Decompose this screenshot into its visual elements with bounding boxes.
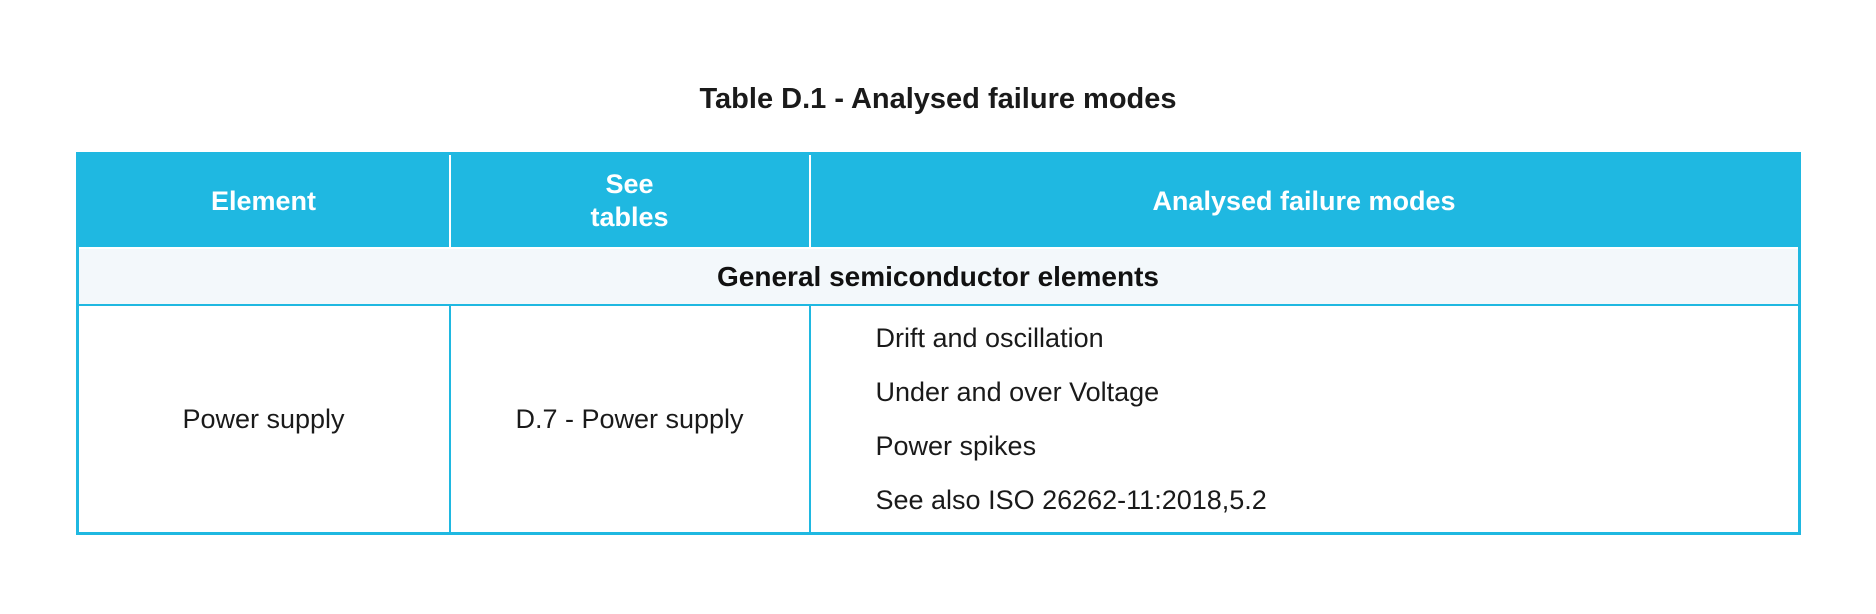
failure-mode-item: See also ISO 26262-11:2018,5.2 [875,485,1267,515]
failure-modes-table: Element See tables Analysed failure mode… [75,152,1801,535]
column-header-element: Element [210,185,317,216]
section-header-row: General semiconductor elements [78,247,1798,306]
cell-failure-modes: Drift and oscillation Under and over Vol… [808,306,1798,532]
table-row: Power supply D.7 - Power supply Drift an… [78,306,1798,532]
failure-mode-item: Drift and oscillation [875,323,1104,353]
cell-see-tables: D.7 - Power supply [448,306,809,532]
column-header-analysed-failure-modes: Analysed failure modes [808,155,1798,247]
table-header-row: Element See tables Analysed failure mode… [78,155,1798,247]
column-header-see-tables: See tables [448,155,809,247]
failure-mode-item: Power spikes [875,431,1037,461]
cell-element: Power supply [182,403,345,434]
failure-mode-item: Under and over Voltage [875,377,1160,407]
table-caption: Table D.1 - Analysed failure modes [699,83,1177,115]
